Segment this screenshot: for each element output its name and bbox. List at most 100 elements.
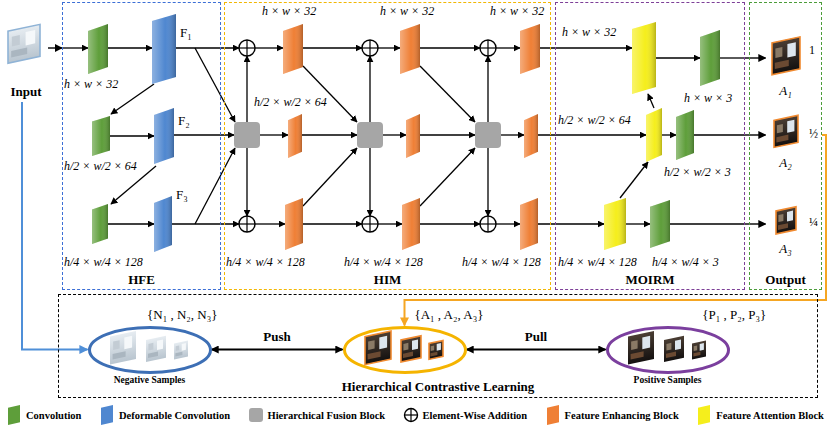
block-shade bbox=[88, 24, 108, 74]
photo-window bbox=[642, 335, 650, 348]
addition-cross bbox=[369, 40, 370, 56]
wire bbox=[108, 47, 152, 48]
layer-block bbox=[650, 200, 670, 248]
wire bbox=[420, 66, 475, 122]
block-face bbox=[283, 24, 303, 74]
wire bbox=[172, 223, 239, 224]
block-shade bbox=[154, 108, 174, 164]
layer-block bbox=[154, 196, 172, 252]
photo-wall bbox=[368, 340, 375, 350]
wire bbox=[111, 84, 154, 114]
node-title: MOIRM bbox=[625, 273, 674, 288]
addition-circle bbox=[239, 40, 255, 56]
layer-block bbox=[92, 204, 108, 244]
block-shade bbox=[604, 198, 626, 250]
node-title: {P₁ , P₂, P₃} bbox=[702, 308, 766, 323]
layer-block bbox=[700, 30, 720, 86]
sample-ellipse: {P₁ , P₂, P₃}Positive Samples bbox=[606, 326, 730, 374]
ellipse-shape bbox=[88, 326, 212, 374]
wire bbox=[648, 94, 654, 108]
block-shade bbox=[676, 110, 694, 160]
node-title: A₂ bbox=[779, 156, 791, 171]
legend-label: Convolution bbox=[26, 410, 81, 421]
wire bbox=[195, 48, 235, 122]
feature-label: F₂ bbox=[178, 114, 190, 129]
wire bbox=[538, 223, 604, 224]
block-face bbox=[650, 200, 670, 248]
output-image: A₃ bbox=[766, 208, 806, 258]
legend-label: Feature Attention Block bbox=[716, 410, 824, 421]
wire bbox=[246, 56, 247, 122]
photo-furniture bbox=[776, 135, 788, 143]
wire bbox=[174, 134, 234, 135]
block-shade bbox=[406, 114, 420, 158]
photo-frame bbox=[110, 331, 136, 365]
photo-furniture bbox=[630, 351, 643, 359]
module-region: HIM bbox=[224, 2, 551, 290]
photo-furniture bbox=[778, 223, 788, 230]
photo bbox=[776, 207, 796, 234]
legend-label: Feature Enhancing Block bbox=[565, 410, 679, 421]
photo bbox=[401, 335, 421, 361]
photo bbox=[772, 37, 800, 75]
module-region: HFE bbox=[62, 2, 221, 290]
dimension-label: h/4 × w/4 × 128 bbox=[64, 256, 143, 270]
block-face bbox=[402, 198, 420, 250]
legend-swatch-fill bbox=[101, 405, 113, 425]
wire bbox=[110, 135, 154, 136]
ellipse-shape bbox=[606, 326, 730, 374]
dimension-label: h/4 × w/4 × 128 bbox=[344, 256, 423, 270]
photo-frame bbox=[772, 37, 800, 75]
photo-frame bbox=[174, 340, 188, 359]
node-title: Input bbox=[10, 85, 41, 100]
photo-frame bbox=[401, 335, 421, 361]
addition-circle bbox=[239, 216, 255, 232]
legend-swatch-fill bbox=[249, 408, 263, 422]
dimension-label: h/4 × w/4 × 128 bbox=[226, 256, 305, 270]
photo-furniture bbox=[11, 48, 27, 58]
fusion-blocks bbox=[234, 122, 501, 148]
output-region: OutputA₁A₂A₃ bbox=[749, 2, 822, 290]
dimension-label: h/4 × w/4 × 3 bbox=[652, 256, 719, 270]
wire bbox=[378, 47, 400, 48]
block-shade bbox=[92, 116, 110, 156]
legend-item: Feature Enhancing Block bbox=[545, 404, 679, 426]
wire bbox=[108, 223, 154, 224]
photo bbox=[110, 331, 136, 365]
sample-ellipse: {A₁ , A₂, A₃} bbox=[343, 326, 467, 374]
photo-window bbox=[787, 211, 793, 222]
photos bbox=[8, 24, 800, 234]
legend-swatch bbox=[248, 404, 264, 426]
wire bbox=[420, 134, 475, 135]
wire bbox=[369, 56, 370, 122]
layer-block bbox=[632, 22, 656, 94]
block-face bbox=[154, 108, 174, 164]
scale-label: ½ bbox=[809, 128, 818, 142]
block-shade bbox=[285, 198, 303, 250]
photo-wall bbox=[778, 214, 783, 222]
block-shade bbox=[154, 196, 172, 252]
wire bbox=[303, 223, 362, 224]
photo-wall bbox=[775, 47, 782, 58]
block-face bbox=[92, 116, 110, 156]
block-face bbox=[406, 114, 420, 158]
output-image: A₂ bbox=[766, 118, 806, 172]
block-shade bbox=[283, 24, 303, 74]
block-shade bbox=[650, 200, 670, 248]
legend-swatch bbox=[99, 404, 115, 426]
wire bbox=[378, 223, 402, 224]
photo bbox=[664, 335, 684, 361]
block-shade bbox=[92, 204, 108, 244]
block-shade bbox=[520, 24, 540, 74]
photo-frame bbox=[8, 24, 40, 63]
layer-block bbox=[524, 114, 538, 158]
layer-block bbox=[400, 24, 420, 74]
legend-swatch-fill bbox=[547, 405, 559, 425]
photo bbox=[774, 115, 798, 147]
photo-furniture bbox=[112, 351, 125, 359]
legend-label: Deformable Convolution bbox=[119, 410, 230, 421]
photo-furniture bbox=[403, 351, 413, 358]
photo-wall bbox=[403, 342, 408, 350]
block-face bbox=[152, 14, 176, 84]
